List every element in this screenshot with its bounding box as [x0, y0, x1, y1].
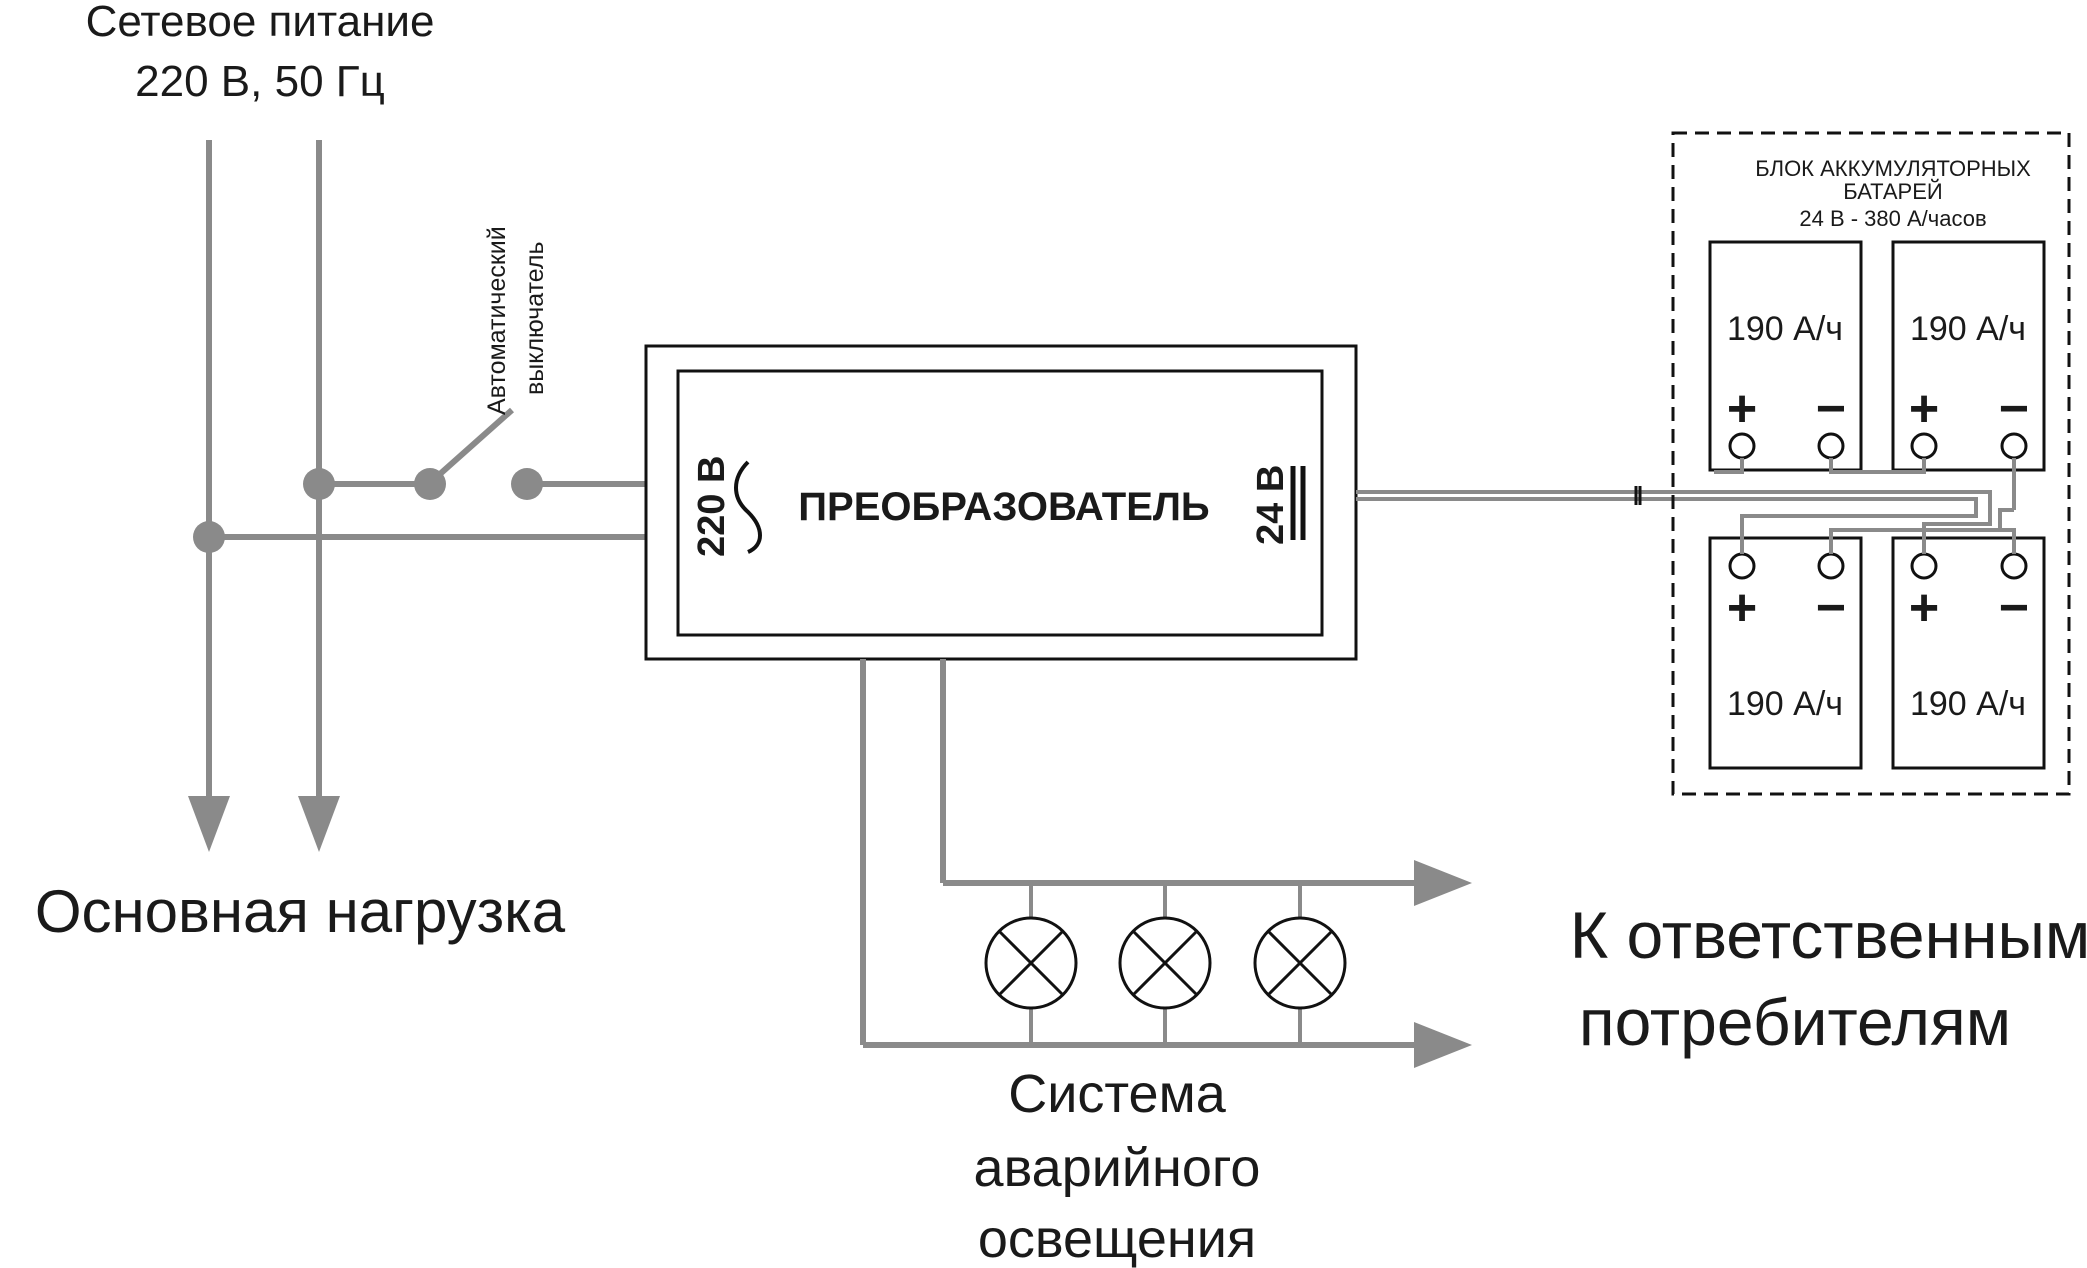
minus-sign-tr: −	[1999, 380, 2029, 438]
terminal-br-minus	[2000, 552, 2028, 580]
terminal-tl-plus	[1728, 432, 1756, 460]
battery-cell-top-left-label: 190 А/ч	[1727, 310, 1843, 348]
plus-sign-tr: +	[1909, 380, 1939, 438]
mains-label-line1: Сетевое питание	[86, 0, 435, 46]
terminal-tl-minus	[1817, 432, 1845, 460]
battery-cell-bottom-right-label: 190 А/ч	[1910, 685, 2026, 723]
breaker-contact-left	[414, 468, 446, 500]
converter-inner-frame	[676, 369, 1324, 637]
battery-block-title-line3: 24 В - 380 А/часов	[1799, 206, 1986, 231]
emergency-label-line1: Система	[1008, 1064, 1226, 1124]
emergency-wires	[860, 659, 1472, 1068]
plus-sign-bl: +	[1727, 579, 1757, 637]
main-load-label: Основная нагрузка	[35, 878, 566, 945]
main-load-arrow-left	[188, 796, 230, 852]
breaker-label-line1: Автоматический	[483, 226, 511, 415]
minus-sign-bl: −	[1816, 579, 1846, 637]
lamp-icon-3	[1253, 916, 1347, 1010]
converter-output-label: 24 В	[1250, 465, 1292, 545]
plus-sign-br: +	[1909, 579, 1939, 637]
breaker-label-line2: выключатель	[521, 242, 549, 396]
minus-sign-br: −	[1999, 579, 2029, 637]
battery-cell-top-left	[1708, 240, 1863, 472]
terminal-br-plus	[1910, 552, 1938, 580]
battery-cell-bottom-left-label: 190 А/ч	[1727, 685, 1843, 723]
battery-block: БЛОК АККУМУЛЯТОРНЫХ БАТАРЕЙ 24 В - 380 А…	[1671, 131, 2071, 796]
mains-label-line2: 220 В, 50 Гц	[135, 57, 385, 106]
battery-cell-top-right	[1891, 240, 2046, 472]
lamp-icon-1	[984, 916, 1078, 1010]
lamp-icon-2	[1118, 916, 1212, 1010]
terminal-tr-plus	[1910, 432, 1938, 460]
mains-wires	[188, 140, 646, 852]
dc-symbol-icon	[1290, 466, 1306, 540]
emergency-label-line2: аварийного	[974, 1138, 1261, 1198]
ac-symbol-icon	[734, 460, 762, 554]
battery-interconnects	[1714, 458, 2016, 554]
main-load-arrow-right	[298, 796, 340, 852]
consumers-label-line1: К ответственным	[1570, 898, 2087, 972]
minus-sign-tl: −	[1816, 380, 1846, 438]
plus-sign-tl: +	[1727, 380, 1757, 438]
battery-block-frame	[1671, 131, 2071, 796]
terminal-tr-minus	[2000, 432, 2028, 460]
battery-block-title-line1: БЛОК АККУМУЛЯТОРНЫХ	[1755, 156, 2031, 181]
dc-bus	[1356, 486, 1714, 505]
terminal-bl-minus	[1817, 552, 1845, 580]
emergency-label-line3: освещения	[978, 1209, 1256, 1268]
converter-title: ПРЕОБРАЗОВАТЕЛЬ	[798, 485, 1209, 529]
consumers-arrow-lower	[1414, 1022, 1472, 1068]
converter-block: ПРЕОБРАЗОВАТЕЛЬ 220 В 24 В	[644, 344, 1358, 661]
battery-cell-top-right-label: 190 А/ч	[1910, 310, 2026, 348]
consumers-arrow-upper	[1414, 860, 1472, 906]
consumers-label-line2: потребителям	[1579, 985, 2011, 1059]
breaker-switch-lever	[438, 407, 514, 477]
terminal-bl-plus	[1728, 552, 1756, 580]
converter-input-label: 220 В	[691, 456, 733, 557]
battery-block-title-line2: БАТАРЕЙ	[1843, 179, 1942, 204]
breaker-label: Автоматический выключатель	[483, 226, 549, 415]
